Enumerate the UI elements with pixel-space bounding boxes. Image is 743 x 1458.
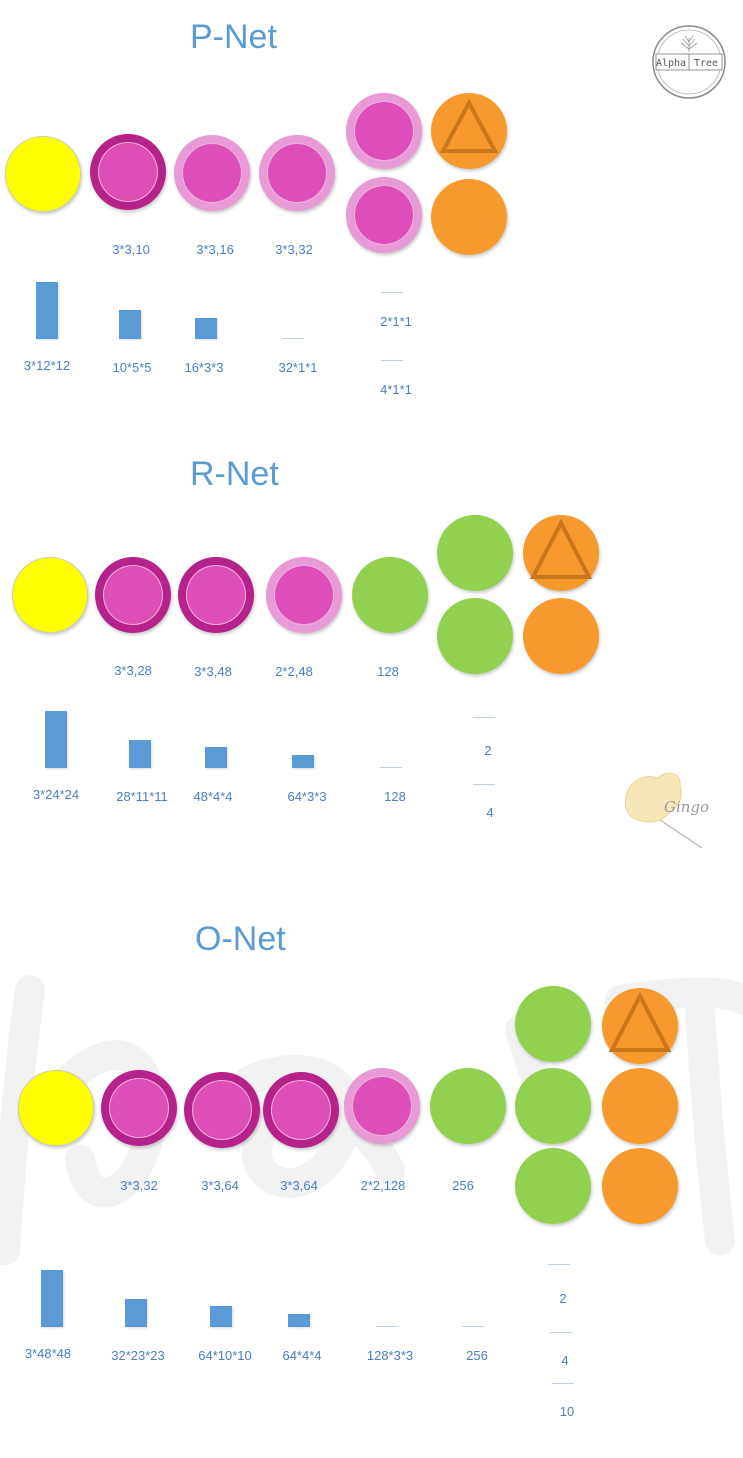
pnet-feature-map-bar [195,318,217,339]
onet-fc-node-b [515,1068,591,1144]
onet-output-bar [552,1383,574,1384]
onet-conv-node-4 [344,1068,420,1144]
pnet-map-label: 3*12*12 [23,358,71,373]
pnet-conv-node-3 [259,135,335,211]
rnet-output-bar [473,717,495,718]
rnet-fc-node-b [437,598,513,674]
rnet-layer-label: 3*3,48 [194,664,232,679]
onet-map-label: 64*4*4 [282,1348,322,1363]
onet-output-node-classification [602,988,678,1064]
gingo-logo: Gingo [624,772,709,849]
pnet-output-node-classification [431,93,507,169]
onet-layer-label: 3*3,64 [201,1178,239,1193]
pnet-input-node [5,136,81,212]
onet-feature-map-bar [288,1314,310,1327]
rnet-map-label: 64*3*3 [287,789,327,804]
onet-layer-label: 3*3,64 [280,1178,318,1193]
onet-feature-map-bar [462,1326,484,1327]
onet-layer-label: 256 [452,1178,474,1193]
rnet-feature-map-bar [129,740,151,768]
pnet-layer-label: 3*3,32 [275,242,313,257]
section-title-onet: O-Net [195,920,286,958]
pnet-output-label: 4*1*1 [380,382,412,397]
rnet-fc-node-a [437,515,513,591]
rnet-input-node [12,557,88,633]
triangle-icon [439,98,499,153]
pnet-feature-map-bar [119,310,141,339]
onet-output-node-landmark [602,1148,678,1224]
section-title-pnet: P-Net [190,18,277,56]
gingo-text: Gingo [664,798,709,816]
pnet-feature-map-bar [36,282,58,339]
rnet-output-label: 2 [484,743,492,758]
rnet-layer-label: 2*2,48 [275,664,313,679]
onet-conv-node-2 [184,1072,260,1148]
pnet-conv-node-4a [346,93,422,169]
pnet-output-bar [381,360,403,361]
rnet-output-label: 4 [486,805,494,820]
onet-feature-map-bar [125,1299,147,1327]
onet-input-node [18,1070,94,1146]
section-title-rnet: R-Net [190,455,279,493]
rnet-output-node-classification [523,515,599,591]
alpha-tree-logo: Alpha Tree [652,25,726,99]
onet-fc-node-a [515,986,591,1062]
onet-layer-label: 3*3,32 [120,1178,158,1193]
rnet-map-label: 28*11*11 [116,789,168,804]
tree-text: Tree [694,58,718,69]
pnet-output-label: 2*1*1 [380,314,412,329]
rnet-output-node-bbox [523,598,599,674]
onet-conv-node-3 [263,1072,339,1148]
onet-map-label: 128*3*3 [366,1348,414,1363]
rnet-output-bar [473,784,495,785]
pnet-output-bar [381,292,403,293]
rnet-map-label: 3*24*24 [32,787,80,802]
rnet-feature-map-bar [205,747,227,768]
onet-map-label: 64*10*10 [198,1348,252,1363]
pnet-map-label: 16*3*3 [184,360,224,375]
onet-feature-map-bar [210,1306,232,1327]
rnet-map-label: 128 [384,789,406,804]
onet-map-label: 256 [466,1348,488,1363]
pnet-map-label: 32*1*1 [278,360,318,375]
onet-output-label: 2 [559,1291,567,1306]
triangle-icon [529,518,593,579]
pnet-conv-node-1 [90,134,166,210]
rnet-feature-map-bar [45,711,67,768]
onet-output-bar [548,1264,570,1265]
rnet-conv-node-3 [266,557,342,633]
rnet-layer-label: 128 [377,664,399,679]
alpha-text: Alpha [656,58,686,69]
onet-map-label: 3*48*48 [24,1346,72,1361]
pnet-layer-label: 3*3,16 [196,242,234,257]
onet-output-bar [550,1332,572,1333]
rnet-feature-map-bar [292,755,314,768]
onet-fc-node-c [515,1148,591,1224]
onet-feature-map-bar [376,1326,398,1327]
rnet-map-label: 48*4*4 [193,789,233,804]
onet-output-label: 10 [559,1404,575,1419]
triangle-icon [608,991,672,1052]
onet-feature-map-bar [41,1270,63,1327]
pnet-feature-map-bar [282,338,304,339]
rnet-fc-node [352,557,428,633]
pnet-conv-node-2 [174,135,250,211]
pnet-map-label: 10*5*5 [112,360,152,375]
rnet-conv-node-1 [95,557,171,633]
onet-output-label: 4 [561,1353,569,1368]
pnet-layer-label: 3*3,10 [112,242,150,257]
pnet-output-node-bbox [431,179,507,255]
pnet-conv-node-4b [346,177,422,253]
onet-fc-node [430,1068,506,1144]
onet-conv-node-1 [101,1070,177,1146]
rnet-layer-label: 3*3,28 [114,663,152,678]
rnet-conv-node-2 [178,557,254,633]
onet-output-node-bbox [602,1068,678,1144]
onet-layer-label: 2*2,128 [360,1178,406,1193]
onet-map-label: 32*23*23 [111,1348,165,1363]
rnet-feature-map-bar [380,767,402,768]
